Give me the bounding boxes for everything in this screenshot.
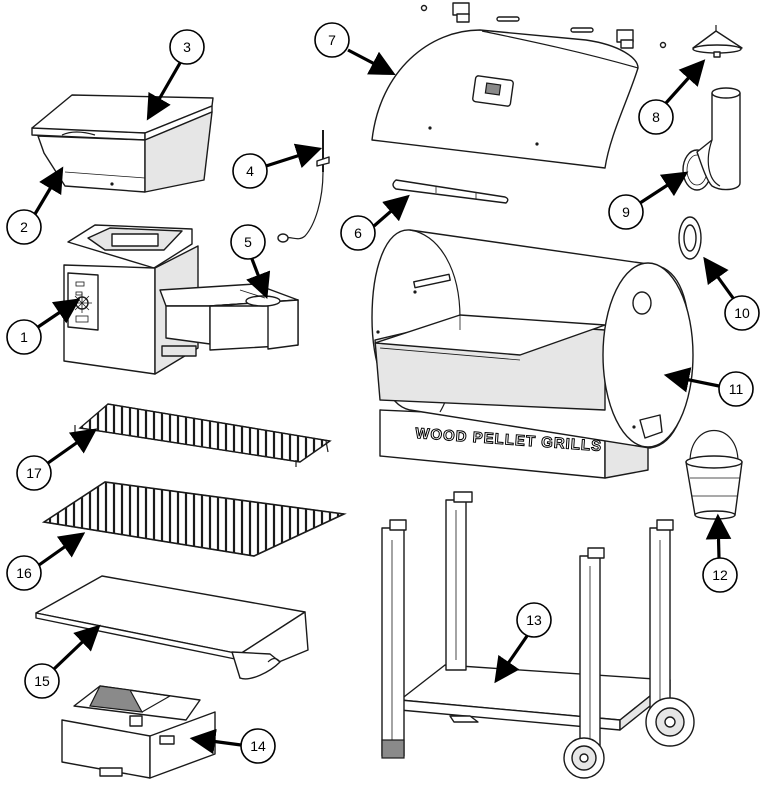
callout-circle xyxy=(702,557,738,593)
callout-circle xyxy=(230,224,266,260)
grease-bucket-part xyxy=(685,429,743,520)
callout-16: 16 xyxy=(6,532,86,591)
callout-12: 12 xyxy=(702,513,738,593)
callout-number: 6 xyxy=(354,225,362,241)
callout-circle xyxy=(24,663,60,699)
callout-arrow xyxy=(663,367,720,393)
callout-circle xyxy=(169,29,205,65)
drip-tray-part xyxy=(35,575,309,680)
auger-housing-part xyxy=(63,224,299,375)
warming-rack-part xyxy=(74,403,332,467)
callout-circle xyxy=(718,371,754,407)
callout-number: 5 xyxy=(244,234,252,250)
callout-5: 5 xyxy=(230,224,271,299)
callout-number: 4 xyxy=(246,163,254,179)
callout-circle xyxy=(6,209,42,245)
controller-panel-part xyxy=(67,272,99,331)
callout-circle xyxy=(724,295,760,331)
heat-baffle-part xyxy=(61,685,216,779)
cooking-grate-part xyxy=(41,481,347,557)
callout-arrow xyxy=(664,59,706,105)
callout-arrow xyxy=(265,143,323,169)
callout-number: 11 xyxy=(729,381,744,397)
callout-number: 8 xyxy=(652,109,660,125)
callout-circle xyxy=(608,194,644,230)
callout-4: 4 xyxy=(232,143,323,189)
callout-arrow xyxy=(146,62,182,121)
callout-arrow xyxy=(37,298,81,329)
callout-arrow xyxy=(33,166,64,215)
callout-circle xyxy=(16,455,52,491)
temperature-probe-part xyxy=(277,130,330,243)
grill-barrel-part: WOOD PELLET GRILLS xyxy=(371,229,694,479)
callout-number: 14 xyxy=(250,738,266,754)
callout-13: 13 xyxy=(494,602,552,684)
callout-number: 13 xyxy=(526,612,542,628)
callout-circle xyxy=(6,319,42,355)
callout-number: 2 xyxy=(20,219,28,235)
callout-arrow xyxy=(372,194,410,228)
callout-number: 15 xyxy=(34,673,50,689)
callout-number: 1 xyxy=(20,329,28,345)
callout-arrow xyxy=(705,513,732,559)
callout-circle xyxy=(232,153,268,189)
callout-9: 9 xyxy=(608,171,689,230)
callout-number: 12 xyxy=(712,567,728,583)
callout-arrow xyxy=(494,635,529,684)
callout-10: 10 xyxy=(703,256,760,331)
callout-1: 1 xyxy=(6,298,81,355)
callout-number: 7 xyxy=(328,32,336,48)
callout-arrow xyxy=(189,728,242,755)
callout-circle xyxy=(314,22,350,58)
callout-2: 2 xyxy=(6,166,64,245)
callout-circle xyxy=(638,99,674,135)
callout-number: 10 xyxy=(734,305,750,321)
callout-arrow xyxy=(38,532,86,567)
callout-7: 7 xyxy=(314,22,396,75)
lid-handle-part xyxy=(392,179,509,204)
callout-15: 15 xyxy=(24,624,101,699)
chimney-cap-part xyxy=(692,25,743,58)
grill-cart-part xyxy=(381,491,695,779)
callout-circle xyxy=(6,555,42,591)
callout-circle xyxy=(340,215,376,251)
grill-lid-part xyxy=(371,2,667,169)
callout-arrow xyxy=(47,428,98,465)
callout-11: 11 xyxy=(663,367,754,407)
callout-8: 8 xyxy=(638,59,706,135)
callout-number: 9 xyxy=(622,204,630,220)
callout-circle xyxy=(240,728,276,764)
callout-number: 3 xyxy=(183,39,191,55)
callout-number: 16 xyxy=(16,565,32,581)
callout-number: 17 xyxy=(26,465,42,481)
callout-17: 17 xyxy=(16,428,98,491)
callout-3: 3 xyxy=(146,29,205,121)
callout-arrow xyxy=(703,256,735,299)
callout-arrow xyxy=(347,48,396,75)
chimney-gasket-part xyxy=(678,216,702,260)
hopper-lid-part xyxy=(31,94,214,193)
callout-arrow xyxy=(52,624,101,671)
callout-14: 14 xyxy=(189,728,276,764)
callout-circle xyxy=(516,602,552,638)
chimney-part xyxy=(682,87,741,191)
callout-arrow xyxy=(246,258,271,299)
callout-arrow xyxy=(639,171,689,205)
callout-6: 6 xyxy=(340,194,410,251)
